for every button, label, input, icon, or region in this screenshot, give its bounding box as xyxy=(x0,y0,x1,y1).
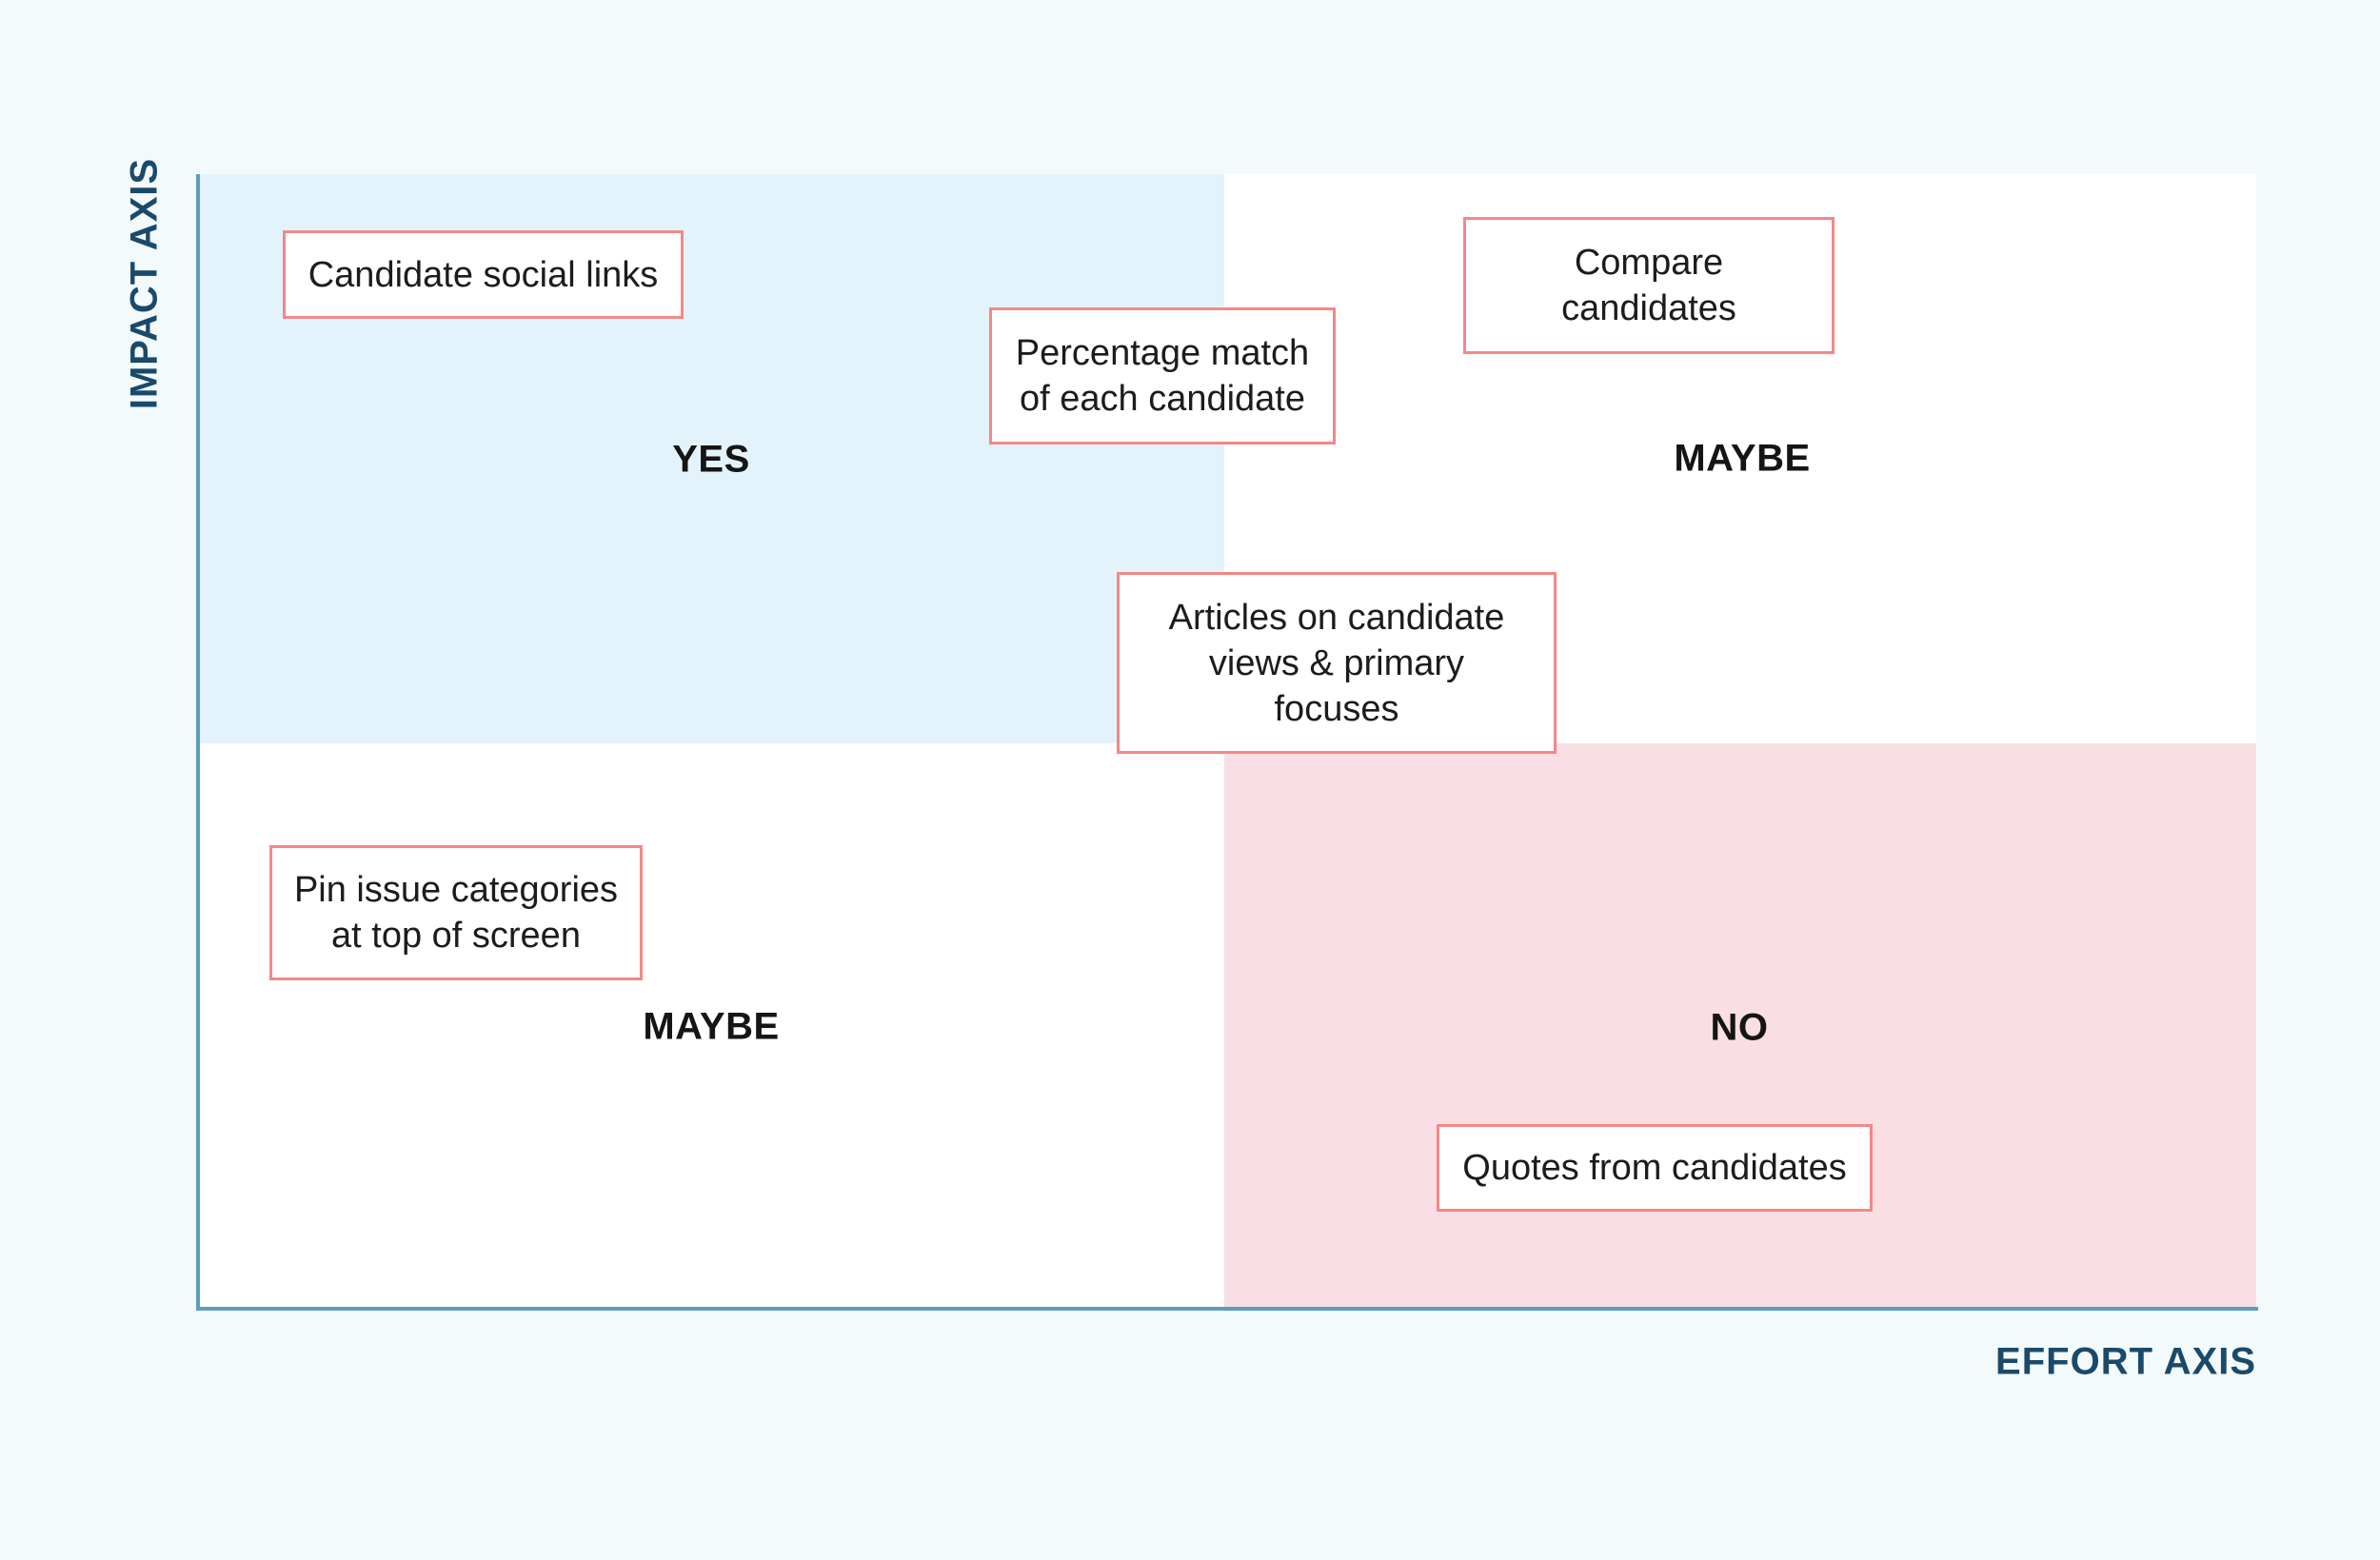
effort-axis-line xyxy=(196,1307,2258,1311)
note-card-pin-issue-categories: Pin issue categories at top of screen xyxy=(269,845,643,980)
note-card-compare-candidates: Compare candidates xyxy=(1463,217,1835,354)
impact-axis-label: IMPACT AXIS xyxy=(123,157,166,410)
quadrant-label-maybe-bottom-left: MAYBE xyxy=(643,1005,780,1048)
quadrant-bottom-right xyxy=(1224,743,2256,1307)
impact-axis-line xyxy=(196,174,200,1311)
note-card-articles-on-views: Articles on candidate views & primary fo… xyxy=(1117,572,1557,754)
quadrant-label-yes: YES xyxy=(672,438,750,481)
quadrant-bottom-left xyxy=(198,743,1224,1307)
quadrant-label-maybe-top-right: MAYBE xyxy=(1674,437,1811,480)
note-card-percentage-match: Percentage match of each candidate xyxy=(989,307,1336,444)
note-card-candidate-social-links: Candidate social links xyxy=(283,230,684,319)
effort-axis-label: EFFORT AXIS xyxy=(1995,1340,2256,1383)
quadrant-label-no: NO xyxy=(1710,1006,1769,1049)
note-card-quotes-from-candidates: Quotes from candidates xyxy=(1437,1124,1873,1212)
